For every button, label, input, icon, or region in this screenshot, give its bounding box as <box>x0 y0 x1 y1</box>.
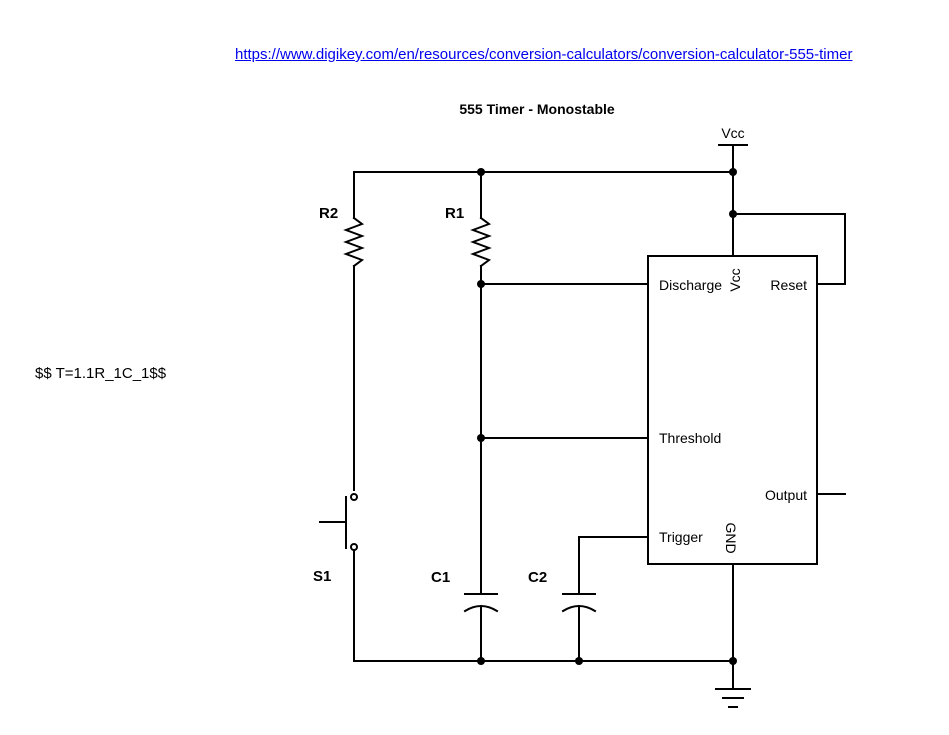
ground-icon <box>715 688 751 708</box>
switch-s1 <box>319 493 358 662</box>
resistor-r2 <box>343 171 365 491</box>
c2-label: C2 <box>528 569 547 586</box>
timing-formula: $$ T=1.1R_1C_1$$ <box>35 365 167 382</box>
timer-555-chip <box>647 255 818 565</box>
pin-gnd-label: GND <box>723 522 739 553</box>
pin-reset-label: Reset <box>770 277 807 293</box>
c1-label: C1 <box>431 569 450 586</box>
capacitor-c1 <box>463 593 499 662</box>
pin-threshold-label: Threshold <box>659 430 721 446</box>
pin-discharge-label: Discharge <box>659 277 722 293</box>
vcc-supply-symbol: Vcc <box>718 125 748 173</box>
pin-output-label: Output <box>765 487 807 503</box>
junction-dots <box>477 168 737 665</box>
resistor-r1 <box>470 171 492 595</box>
reset-tie-wire <box>732 213 846 285</box>
diagram-title: 555 Timer - Monostable <box>459 101 615 117</box>
r2-label: R2 <box>319 205 338 222</box>
vcc-supply-label: Vcc <box>721 125 744 141</box>
capacitor-c2 <box>561 536 649 662</box>
digikey-calculator-link[interactable]: https://www.digikey.com/en/resources/con… <box>235 46 853 63</box>
pin-vcc-label: Vcc <box>727 268 743 291</box>
pin-trigger-label: Trigger <box>659 529 703 545</box>
r1-label: R1 <box>445 205 464 222</box>
s1-label: S1 <box>313 568 331 585</box>
